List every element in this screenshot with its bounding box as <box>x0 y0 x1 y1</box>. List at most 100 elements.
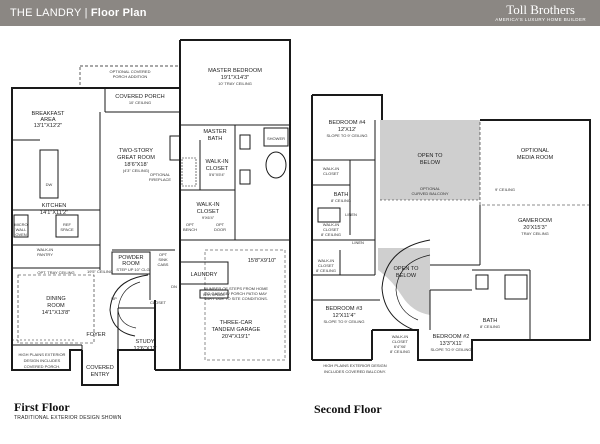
bedroom4-label: BEDROOM #4 <box>329 120 366 126</box>
steps-note-2: TO GARAGE/ PORCH PATIO MAY <box>205 291 268 296</box>
wic-d-label: WALK-IN <box>392 334 409 339</box>
bedroom3-dims: 12'X11'4" <box>333 313 356 319</box>
opt-sink-label: OPT <box>159 252 168 257</box>
exterior-note-3: COVERED PORCH. <box>24 364 60 369</box>
covered-entry-label: COVERED <box>86 365 114 371</box>
master-closet-label-2: CLOSET <box>206 166 229 172</box>
first-floor-plan <box>11 39 291 386</box>
stair-down-label: DN <box>171 284 177 289</box>
master-bath-label-2: BATH <box>208 136 223 142</box>
wic-d-label-2: CLOSET <box>392 339 409 344</box>
bedroom4-dims: 12'X12' <box>338 127 356 133</box>
stair-open-label: OPEN TO <box>394 266 420 272</box>
first-floor-subcaption: TRADITIONAL EXTERIOR DESIGN SHOWN <box>14 415 122 421</box>
curved-balcony-label-2: CURVED BALCONY <box>411 191 448 196</box>
master-closet-label: WALK-IN <box>205 159 228 165</box>
wic-d-ceiling: 8' CEILING <box>390 349 410 354</box>
dining-dims: 14'1"X13'8" <box>42 310 71 316</box>
gameroom-dims: 20'X15'3" <box>523 225 546 231</box>
bath-a-ceiling: 8' CEILING <box>331 198 351 203</box>
wic-b-label-2: CLOSET <box>323 227 340 232</box>
second-exterior-note-1: HIGH PLAINS EXTERIOR DESIGN <box>323 363 386 368</box>
linen-a-label: LINEN <box>345 212 357 217</box>
ref-space-label: REF <box>63 222 72 227</box>
covered-entry-label-2: ENTRY <box>91 372 110 378</box>
garage-dims: 20'4"X19'1" <box>222 334 251 340</box>
micro-label: MICRO <box>14 222 27 227</box>
wh-space-label: W/H SPACE <box>203 292 225 297</box>
gameroom-ceiling: TRAY CEILING <box>521 231 548 236</box>
bath-b-label: BATH <box>483 318 498 324</box>
great-room-label-2: GREAT ROOM <box>117 155 155 161</box>
second-floor-caption: Second Floor <box>314 402 382 416</box>
bedroom3-label: BEDROOM #3 <box>326 306 363 312</box>
covered-porch-label: COVERED PORCH <box>115 94 164 100</box>
brand-name: Toll Brothers <box>506 2 575 17</box>
brand-tagline: AMERICA'S LUXURY HOME BUILDER <box>495 17 586 22</box>
master-bath-label: MASTER <box>203 129 226 135</box>
gameroom-label: GAMEROOM <box>518 218 552 224</box>
wic-a-label: WALK-IN <box>323 166 340 171</box>
media-room-label: OPTIONAL <box>521 148 549 154</box>
steps-note-3: VARY DUE TO SITE CONDITIONS. <box>204 296 268 301</box>
breakfast-label-2: AREA <box>40 117 56 123</box>
foyer-closet-label-2: CLOSET <box>197 209 220 215</box>
master-bedroom-label: MASTER BEDROOM <box>208 68 262 74</box>
foyer-closet-label: WALK-IN <box>196 202 219 208</box>
powder-room-label: POWDER <box>118 255 143 261</box>
wic-c-label: WALK-IN <box>318 258 335 263</box>
bedroom2-label: BEDROOM #2 <box>433 334 470 340</box>
micro-label-3: OVEN <box>15 232 26 237</box>
fireplace-label-2: FIREPLACE <box>149 177 172 182</box>
exterior-note-1: HIGH PLAINS EXTERIOR <box>19 352 66 357</box>
opt-door-label-2: DOOR <box>214 227 226 232</box>
study-dims: 12'6"X11' <box>134 346 157 352</box>
kitchen-label: KITCHEN <box>42 203 67 209</box>
master-bedroom-ceiling: 10' TRAY CEILING <box>218 81 252 86</box>
opt-tray-ceiling-label: OPT. TRAY CEILING <box>37 270 74 275</box>
exterior-note-2: DESIGN INCLUDES <box>24 358 61 363</box>
wic-c-ceiling: 8' CEILING <box>316 268 336 273</box>
nine-ceiling-label: 9' CEILING <box>495 187 515 192</box>
fireplace-label: OPTIONAL <box>150 172 171 177</box>
bedroom3-ceiling: SLOPE TO 9' CEILING <box>323 319 364 324</box>
ceiling-19-5-label: 19'5" CEILING <box>87 269 113 274</box>
garage-label: THREE-CAR <box>220 320 253 326</box>
great-room-dims: 18'6"X18' <box>124 162 147 168</box>
pantry-label-2: PANTRY <box>37 252 53 257</box>
wic-c-label-2: CLOSET <box>318 263 335 268</box>
dining-label: DINING <box>46 296 66 302</box>
stair-open-label-2: BELOW <box>396 273 417 279</box>
second-exterior-note-2: INCLUDES COVERED BALCONY. <box>324 369 386 374</box>
garage-label-2: TANDEM GARAGE <box>212 327 261 333</box>
opt-sink-label-3: CABS <box>158 262 169 267</box>
foyer-closet-dims: 9'X6'4" <box>202 215 215 220</box>
steps-note-1: NUMBER OF STEPS FROM HOME <box>204 286 269 291</box>
linen-b-label: LINEN <box>352 240 364 245</box>
opt-door-label: OPT <box>216 222 225 227</box>
optional-porch-label-2: PORCH ADDITION <box>113 74 148 79</box>
powder-room-label-2: ROOM <box>122 261 140 267</box>
second-floor-interior <box>312 119 591 340</box>
great-room-label: TWO-STORY <box>119 148 153 154</box>
master-closet-dims: 5'6"X5'4" <box>209 172 226 177</box>
opt-bench-label: OPT <box>186 222 195 227</box>
second-floor-plan <box>311 94 591 361</box>
first-floor-walls <box>11 39 291 386</box>
bath-a-label: BATH <box>334 192 349 198</box>
bath-b-ceiling: 8' CEILING <box>480 324 500 329</box>
bedroom2-ceiling: SLOPE TO 9' CEILING <box>430 347 471 352</box>
breakfast-label: BREAKFAST <box>32 111 66 117</box>
bedroom2-dims: 13'3"X11' <box>440 341 463 347</box>
curved-balcony-label: OPTIONAL <box>420 186 441 191</box>
stair-up-label: UP <box>111 296 117 301</box>
plan-name: THE LANDRY <box>10 7 82 19</box>
open-to-below-label-2: BELOW <box>420 160 441 166</box>
shower-label: SHOWER <box>267 136 285 141</box>
pantry-label: WALK-IN <box>37 247 54 252</box>
kitchen-dims: 14'1"X11'2" <box>40 210 68 216</box>
opt-sink-label-2: SINK <box>158 257 168 262</box>
first-floor-caption: First Floor <box>14 400 70 414</box>
first-floor-labels: OPTIONAL COVERED PORCH ADDITION COVERED … <box>14 68 285 378</box>
